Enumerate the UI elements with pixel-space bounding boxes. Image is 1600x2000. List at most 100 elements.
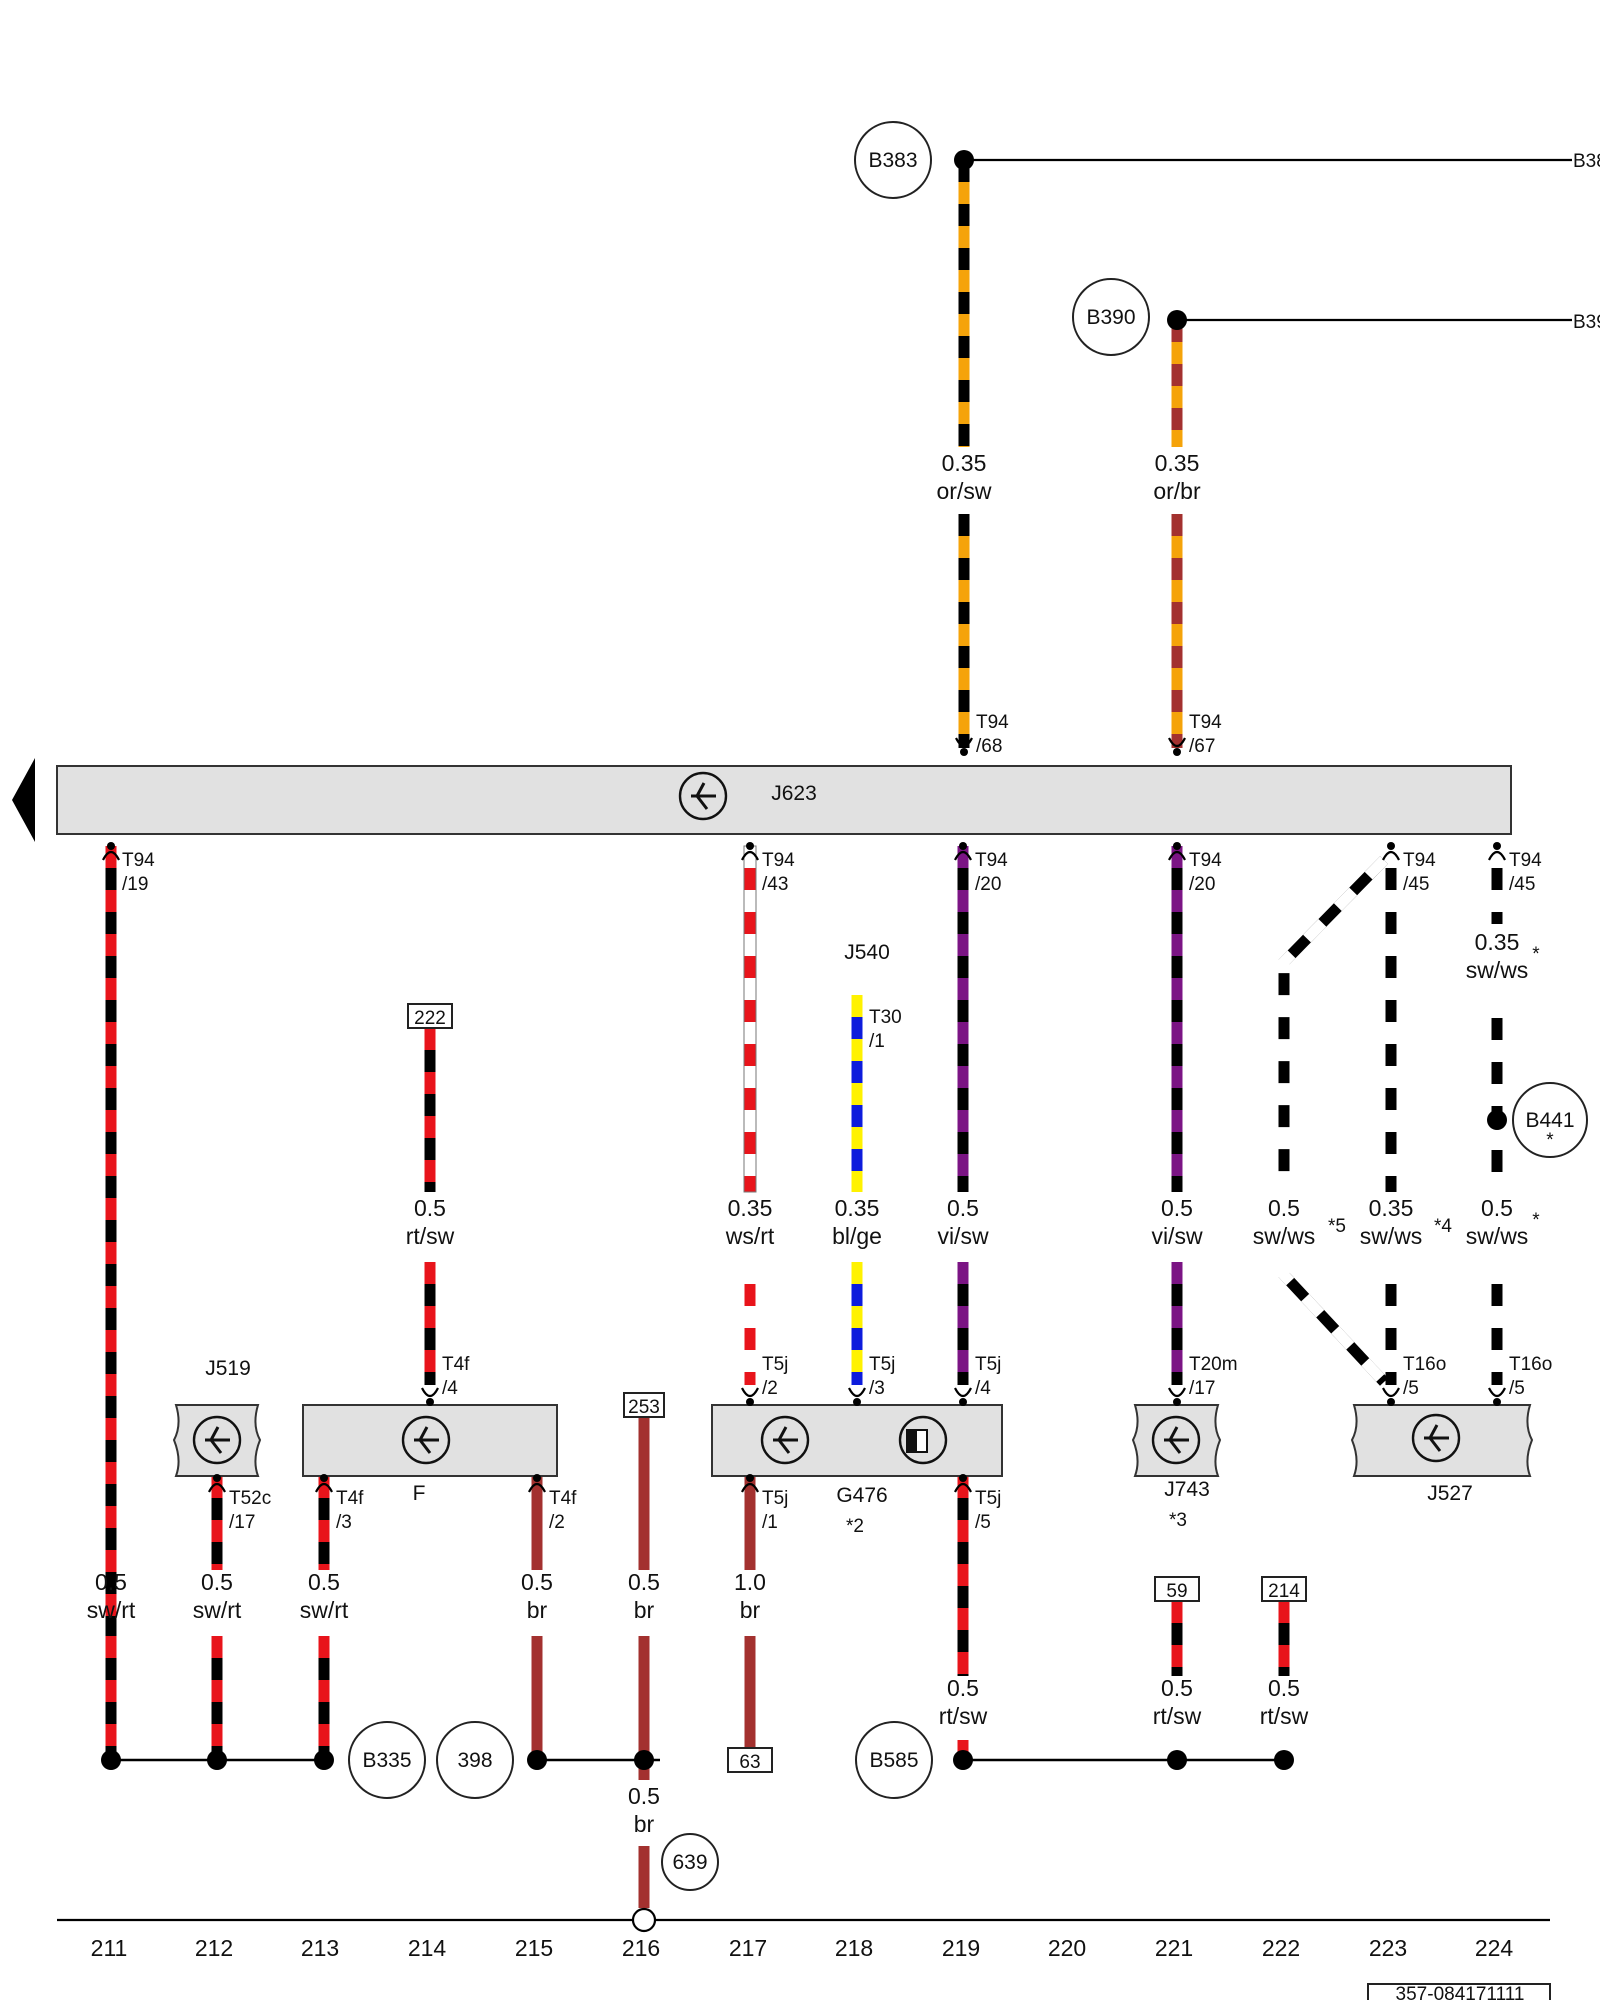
pin-t20m-17-dot <box>1173 1398 1181 1406</box>
pin-t94-45b <box>1488 850 1506 861</box>
j623-label: J623 <box>771 782 817 805</box>
column-number: 216 <box>622 1935 660 1961</box>
f-control-icon <box>401 1415 451 1465</box>
b390-circle <box>1072 278 1150 356</box>
g476-label: G476 <box>836 1484 887 1507</box>
pin-t52c-17-dot <box>213 1474 221 1482</box>
t5j-1-label: T5j/1 <box>762 1488 788 1533</box>
doc-id-label: 357-084171111 <box>1396 1984 1525 2000</box>
wire-layer <box>57 158 1572 1922</box>
wire-sw-ws-222-top-stripe <box>1278 856 1388 1192</box>
column-number: 217 <box>729 1935 767 1961</box>
n639-circle <box>661 1833 719 1891</box>
offpage-b383: B38 <box>1573 151 1600 172</box>
pin-t4f-3 <box>315 1482 333 1493</box>
t4f-2-label: T4f/2 <box>549 1488 577 1533</box>
t94-19-label: T94/19 <box>122 850 155 895</box>
offpage-b390: B39 <box>1573 312 1600 333</box>
t5j-4-label: T5j/4 <box>975 1354 1001 1399</box>
ref-222-label: 222 <box>414 1008 446 1029</box>
t94-68-label: T94/68 <box>976 712 1009 757</box>
j527-label: J527 <box>1427 1482 1473 1505</box>
j623-control-icon <box>678 771 728 821</box>
bus-junction-6 <box>1167 1750 1187 1770</box>
pin-t16o-5a <box>1382 1387 1400 1398</box>
ground-connection-point <box>631 1907 657 1933</box>
t16o-5a-label: T16o/5 <box>1403 1354 1446 1399</box>
j527-control-icon-arrow <box>1424 1424 1449 1452</box>
g476-box <box>711 1404 1003 1477</box>
column-number: 222 <box>1262 1935 1300 1961</box>
pin-t94-67-dot <box>1173 748 1181 756</box>
t94-20b-label: T94/20 <box>1189 850 1222 895</box>
t20m-17-label: T20m/17 <box>1189 1354 1238 1399</box>
pin-t5j-5-dot <box>959 1474 967 1482</box>
b335-circle <box>348 1721 426 1799</box>
pin-t4f-4-dot <box>426 1398 434 1406</box>
b585-circle-label: B585 <box>869 1749 918 1772</box>
j743-control-icon-arrow <box>1164 1426 1189 1454</box>
column-number: 220 <box>1048 1935 1086 1961</box>
pin-t94-45a <box>1382 850 1400 861</box>
n639-circle-label: 639 <box>672 1851 707 1874</box>
j540-label: J540 <box>844 941 890 964</box>
b585-circle <box>855 1721 933 1799</box>
t30-1-label: T30/1 <box>869 1007 902 1052</box>
pin-t5j-2 <box>741 1387 759 1398</box>
pin-t94-20b-dot <box>1173 842 1181 850</box>
g476-control-icon-arrow <box>773 1426 798 1454</box>
pin-t5j-2-dot <box>746 1398 754 1406</box>
t94-45a-label: T94/45 <box>1403 850 1436 895</box>
pin-t94-43 <box>741 850 759 861</box>
n398-circle <box>436 1721 514 1799</box>
note-star-b: * <box>1532 1210 1540 1231</box>
pin-t20m-17 <box>1168 1387 1186 1398</box>
ref-63-label: 63 <box>739 1752 760 1773</box>
f-control-icon-arrow <box>414 1426 439 1454</box>
j527-box <box>1350 1404 1534 1477</box>
ref-59-label: 59 <box>1166 1581 1187 1602</box>
note-star-a: * <box>1532 944 1540 965</box>
j743-control-icon <box>1151 1415 1201 1465</box>
j623-box <box>56 765 1512 835</box>
b383-circle-label: B383 <box>868 149 917 172</box>
pin-t5j-5 <box>954 1482 972 1493</box>
doc-id-box <box>1367 1983 1551 2000</box>
pin-t94-19 <box>102 850 120 861</box>
column-number: 214 <box>408 1935 447 1961</box>
ref-214 <box>1261 1576 1307 1602</box>
pin-t94-20a-dot <box>959 842 967 850</box>
b383-circle <box>854 121 932 199</box>
component-layer <box>12 121 1588 2000</box>
t94-20a-label: T94/20 <box>975 850 1008 895</box>
bus-junction-3 <box>527 1750 547 1770</box>
g476-sensor-half <box>907 1430 917 1452</box>
column-number: 211 <box>91 1935 128 1961</box>
column-number: 213 <box>301 1935 339 1961</box>
pin-t94-43-dot <box>746 842 754 850</box>
b390-circle-label: B390 <box>1086 306 1135 329</box>
pin-t4f-2-dot <box>533 1474 541 1482</box>
column-number: 224 <box>1475 1935 1514 1961</box>
j519-label: J519 <box>205 1357 251 1380</box>
t94-43-label: T94/43 <box>762 850 795 895</box>
b390-junction <box>1167 310 1187 330</box>
wire-sw-ws-222-bot-stripe <box>1278 1262 1389 1386</box>
column-number: 219 <box>942 1935 980 1961</box>
pin-t94-67 <box>1168 737 1186 748</box>
pin-t94-19-dot <box>107 842 115 850</box>
